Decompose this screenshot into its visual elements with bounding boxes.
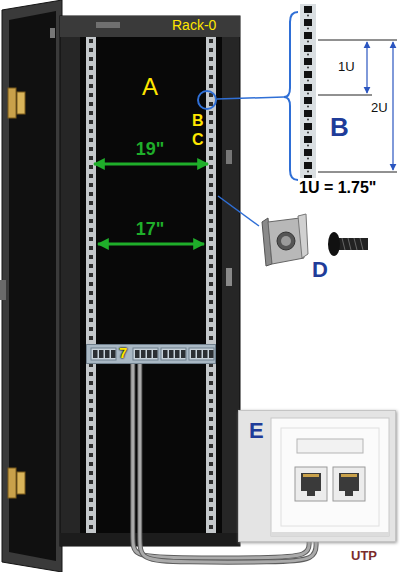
patch-port	[169, 350, 174, 358]
outlet-faceplate	[295, 467, 327, 501]
rack-cabinet	[60, 16, 240, 546]
rack-cabinet	[80, 37, 222, 533]
callout-letter: B	[192, 112, 204, 130]
zoom-callout	[198, 4, 397, 180]
rack-door	[50, 28, 55, 38]
patch-port	[161, 348, 186, 360]
outlet-faceplate	[341, 474, 357, 477]
callout-letter: C	[192, 131, 204, 149]
dimension-label: 2U	[371, 101, 388, 115]
rack-door	[9, 11, 56, 561]
rack-door	[17, 92, 25, 114]
zoom-callout	[198, 91, 216, 109]
cable-label: UTP	[349, 549, 379, 563]
patch-port	[111, 350, 116, 358]
callout-letter: B	[330, 113, 349, 142]
callout-letter: E	[249, 419, 264, 443]
patch-port	[133, 348, 158, 360]
cage-nut	[298, 214, 308, 258]
zoom-callout	[366, 42, 367, 93]
patch-port	[87, 345, 217, 363]
outlet-faceplate	[333, 467, 365, 501]
zoom-callout	[284, 12, 298, 180]
screw	[328, 232, 368, 256]
cage-nut	[277, 232, 295, 250]
zoom-callout	[217, 97, 284, 99]
outlet-faceplate	[339, 473, 359, 491]
leader-line	[218, 196, 259, 226]
mounting-rail	[86, 37, 96, 533]
patch-port	[147, 350, 152, 358]
outlet-faceplate	[307, 491, 315, 496]
outlet-faceplate	[281, 428, 379, 526]
patch-port	[189, 348, 214, 360]
patch-port	[99, 350, 104, 358]
rack-name: Rack-0	[172, 18, 216, 33]
patch-port	[163, 350, 168, 358]
patch-port	[93, 350, 98, 358]
patch-port	[203, 350, 208, 358]
zoom-callout	[318, 40, 397, 41]
patch-panel: 7	[86, 344, 216, 364]
zoom-callout	[300, 4, 316, 178]
outlet-faceplate	[271, 418, 389, 536]
mounting-rail	[86, 37, 216, 533]
width-arrow	[94, 163, 208, 166]
outlet-faceplate	[303, 474, 319, 477]
rack-cabinet	[60, 16, 240, 546]
outlet-faceplate	[297, 439, 363, 453]
patch-port	[197, 350, 202, 358]
rack-cabinet	[96, 22, 120, 28]
patch-port	[175, 350, 180, 358]
dimension-label: 17"	[90, 220, 210, 240]
rack-cabinet	[226, 150, 232, 164]
rack-door	[17, 472, 25, 494]
dimension-label: 19"	[90, 140, 210, 160]
screw	[342, 238, 363, 250]
mounting-rail	[206, 37, 216, 533]
rack-cabinet	[226, 268, 232, 286]
leader-line	[218, 196, 259, 226]
patch-port	[181, 350, 186, 358]
rack-cabinet	[60, 533, 240, 546]
dimension-label: 1U	[338, 60, 355, 74]
outlet-faceplate	[345, 491, 353, 496]
outlet-faceplate	[301, 473, 321, 491]
callout-number: 7	[119, 345, 127, 362]
patch-port	[135, 350, 140, 358]
rack-cabinet	[60, 16, 240, 37]
callout-letter: D	[312, 258, 328, 282]
screw	[328, 232, 340, 256]
cage-nut	[262, 214, 308, 266]
region-letter: A	[142, 74, 158, 100]
width-arrow	[98, 243, 204, 246]
patch-port	[91, 348, 116, 360]
patch-port	[105, 350, 110, 358]
zoom-callout	[318, 95, 372, 96]
cage-nut	[281, 236, 291, 246]
outlet-faceplate	[271, 532, 389, 536]
unit-note: 1U = 1.75"	[299, 179, 376, 197]
rack-door	[0, 280, 6, 300]
rack-door	[8, 468, 16, 498]
patch-port	[153, 350, 158, 358]
zoom-callout	[392, 42, 393, 170]
rack-door	[8, 88, 16, 118]
rack-door	[2, 0, 62, 572]
wall-outlet: E	[238, 410, 396, 542]
patch-port	[209, 350, 214, 358]
patch-port	[191, 350, 196, 358]
rack-door	[0, 0, 62, 572]
zoom-callout	[318, 172, 397, 173]
patch-port	[141, 350, 146, 358]
